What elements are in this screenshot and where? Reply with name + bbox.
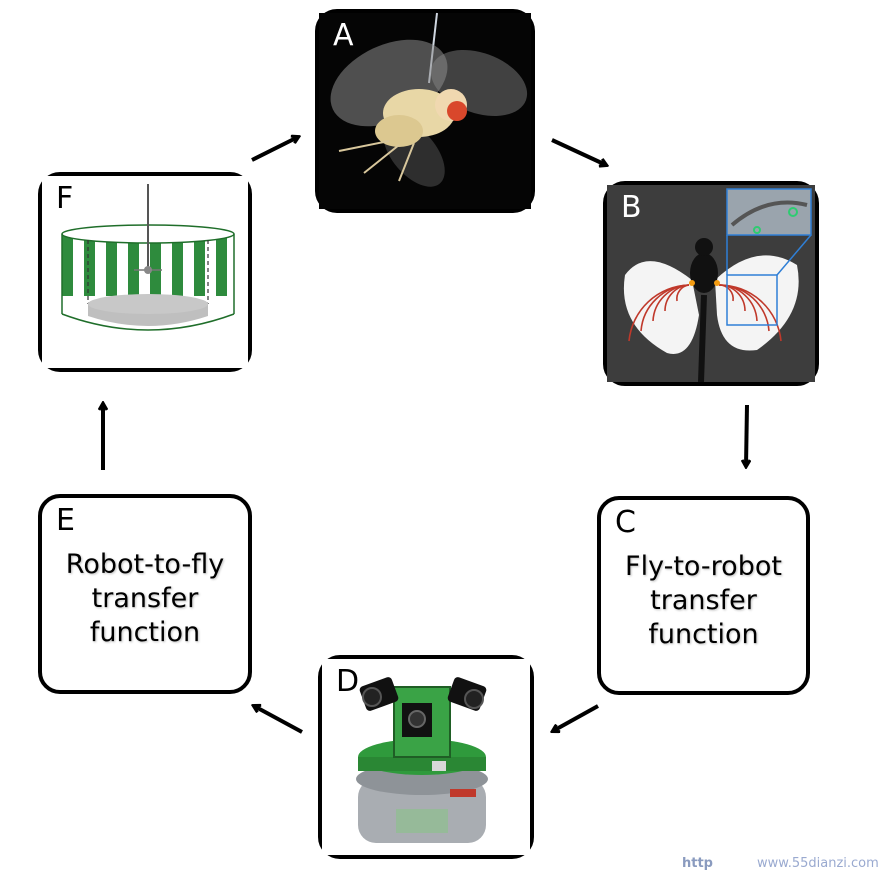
arrow-b-to-c	[746, 404, 747, 466]
striped-drum-diagram	[42, 176, 248, 368]
node-a-letter: A	[333, 18, 354, 53]
arrow-c-to-d	[553, 704, 599, 731]
node-b-letter: B	[621, 190, 642, 225]
node-c-fly-to-robot: C Fly-to-robot transfer function	[597, 496, 810, 695]
caption-line: function	[648, 619, 759, 650]
node-e-robot-to-fly: E Robot-to-fly transfer function	[38, 494, 252, 694]
inset-zoom	[726, 188, 812, 326]
caption-line: Robot-to-fly	[65, 549, 225, 580]
node-a-fly-photo: A	[315, 9, 535, 213]
robot-image	[322, 659, 530, 855]
node-e-letter: E	[56, 503, 75, 538]
watermark: http www.55dianzi.com	[682, 856, 879, 871]
node-c-caption: Fly-to-robot transfer function	[601, 550, 806, 652]
arrow-f-to-a	[251, 137, 298, 162]
node-f-letter: F	[56, 181, 74, 216]
watermark-text: www.55dianzi.com	[757, 856, 879, 871]
arrow-a-to-b	[551, 138, 606, 165]
tethered-fly-image	[319, 12, 531, 209]
watermark-prefix: http	[682, 856, 713, 871]
wing-tracking-image	[607, 185, 815, 383]
node-b-wing-tracking: B	[603, 181, 819, 386]
caption-line: transfer	[650, 585, 757, 616]
node-f-arena-drum: F	[38, 172, 252, 372]
node-d-letter: D	[336, 664, 360, 699]
wing-angle-rings	[628, 284, 782, 342]
node-e-caption: Robot-to-fly transfer function	[42, 548, 248, 650]
arrow-d-to-e	[254, 706, 303, 734]
caption-line: transfer	[91, 583, 199, 614]
node-d-robot-photo: D	[318, 655, 534, 859]
caption-line: function	[89, 617, 201, 648]
node-c-letter: C	[615, 505, 636, 540]
caption-line: Fly-to-robot	[625, 551, 782, 582]
